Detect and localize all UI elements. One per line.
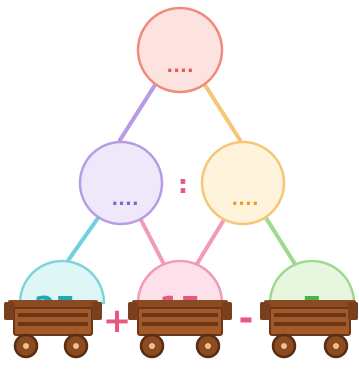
top-node[interactable]: .... <box>136 6 224 94</box>
connector-right-to-15 <box>190 216 227 274</box>
middle-left-node-value: .... <box>111 189 138 210</box>
middle-left-node[interactable]: .... <box>78 140 164 226</box>
connector-top-right <box>203 83 242 142</box>
middle-right-node[interactable]: .... <box>200 140 286 226</box>
cart-left: 25 <box>4 259 106 359</box>
division-operator: : <box>178 170 188 200</box>
connector-right-to-5 <box>264 216 302 274</box>
cart-right: 5 <box>260 259 358 359</box>
minus-operator: - <box>239 298 254 339</box>
plus-operator: + <box>103 301 132 341</box>
top-node-value: .... <box>166 56 193 77</box>
connector-top-left <box>118 83 157 142</box>
middle-right-node-value: .... <box>231 189 258 210</box>
cart-middle: 15 <box>128 259 232 359</box>
